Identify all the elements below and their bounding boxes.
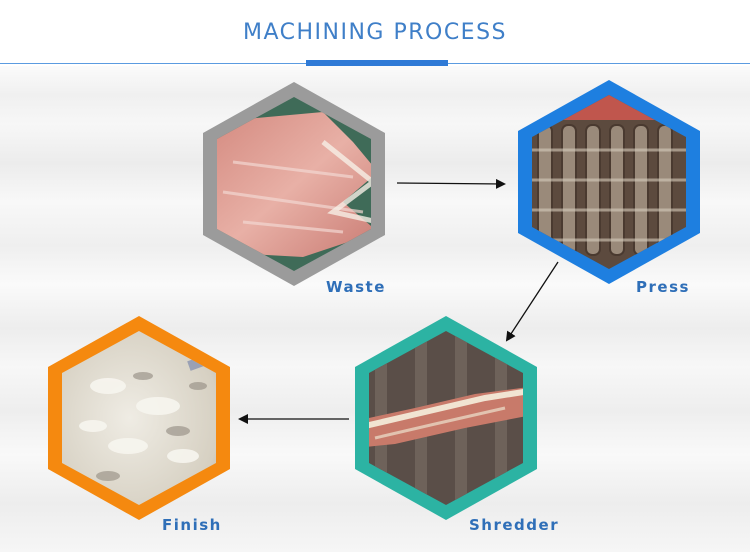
step-waste-label: Waste	[326, 278, 386, 296]
step-finish-label: Finish	[162, 516, 222, 534]
title-accent-bar	[306, 60, 448, 66]
arrow-waste-to-press	[396, 178, 506, 189]
step-finish-hexagon	[48, 316, 230, 520]
step-waste-hexagon	[203, 82, 385, 286]
step-shredder-label: Shredder	[469, 516, 560, 534]
page-title: MACHINING PROCESS	[242, 20, 508, 45]
step-press-hexagon	[518, 80, 700, 284]
arrow-press-to-shredder	[505, 261, 559, 342]
step-press-label: Press	[636, 278, 690, 296]
step-shredder-hexagon	[355, 316, 537, 520]
